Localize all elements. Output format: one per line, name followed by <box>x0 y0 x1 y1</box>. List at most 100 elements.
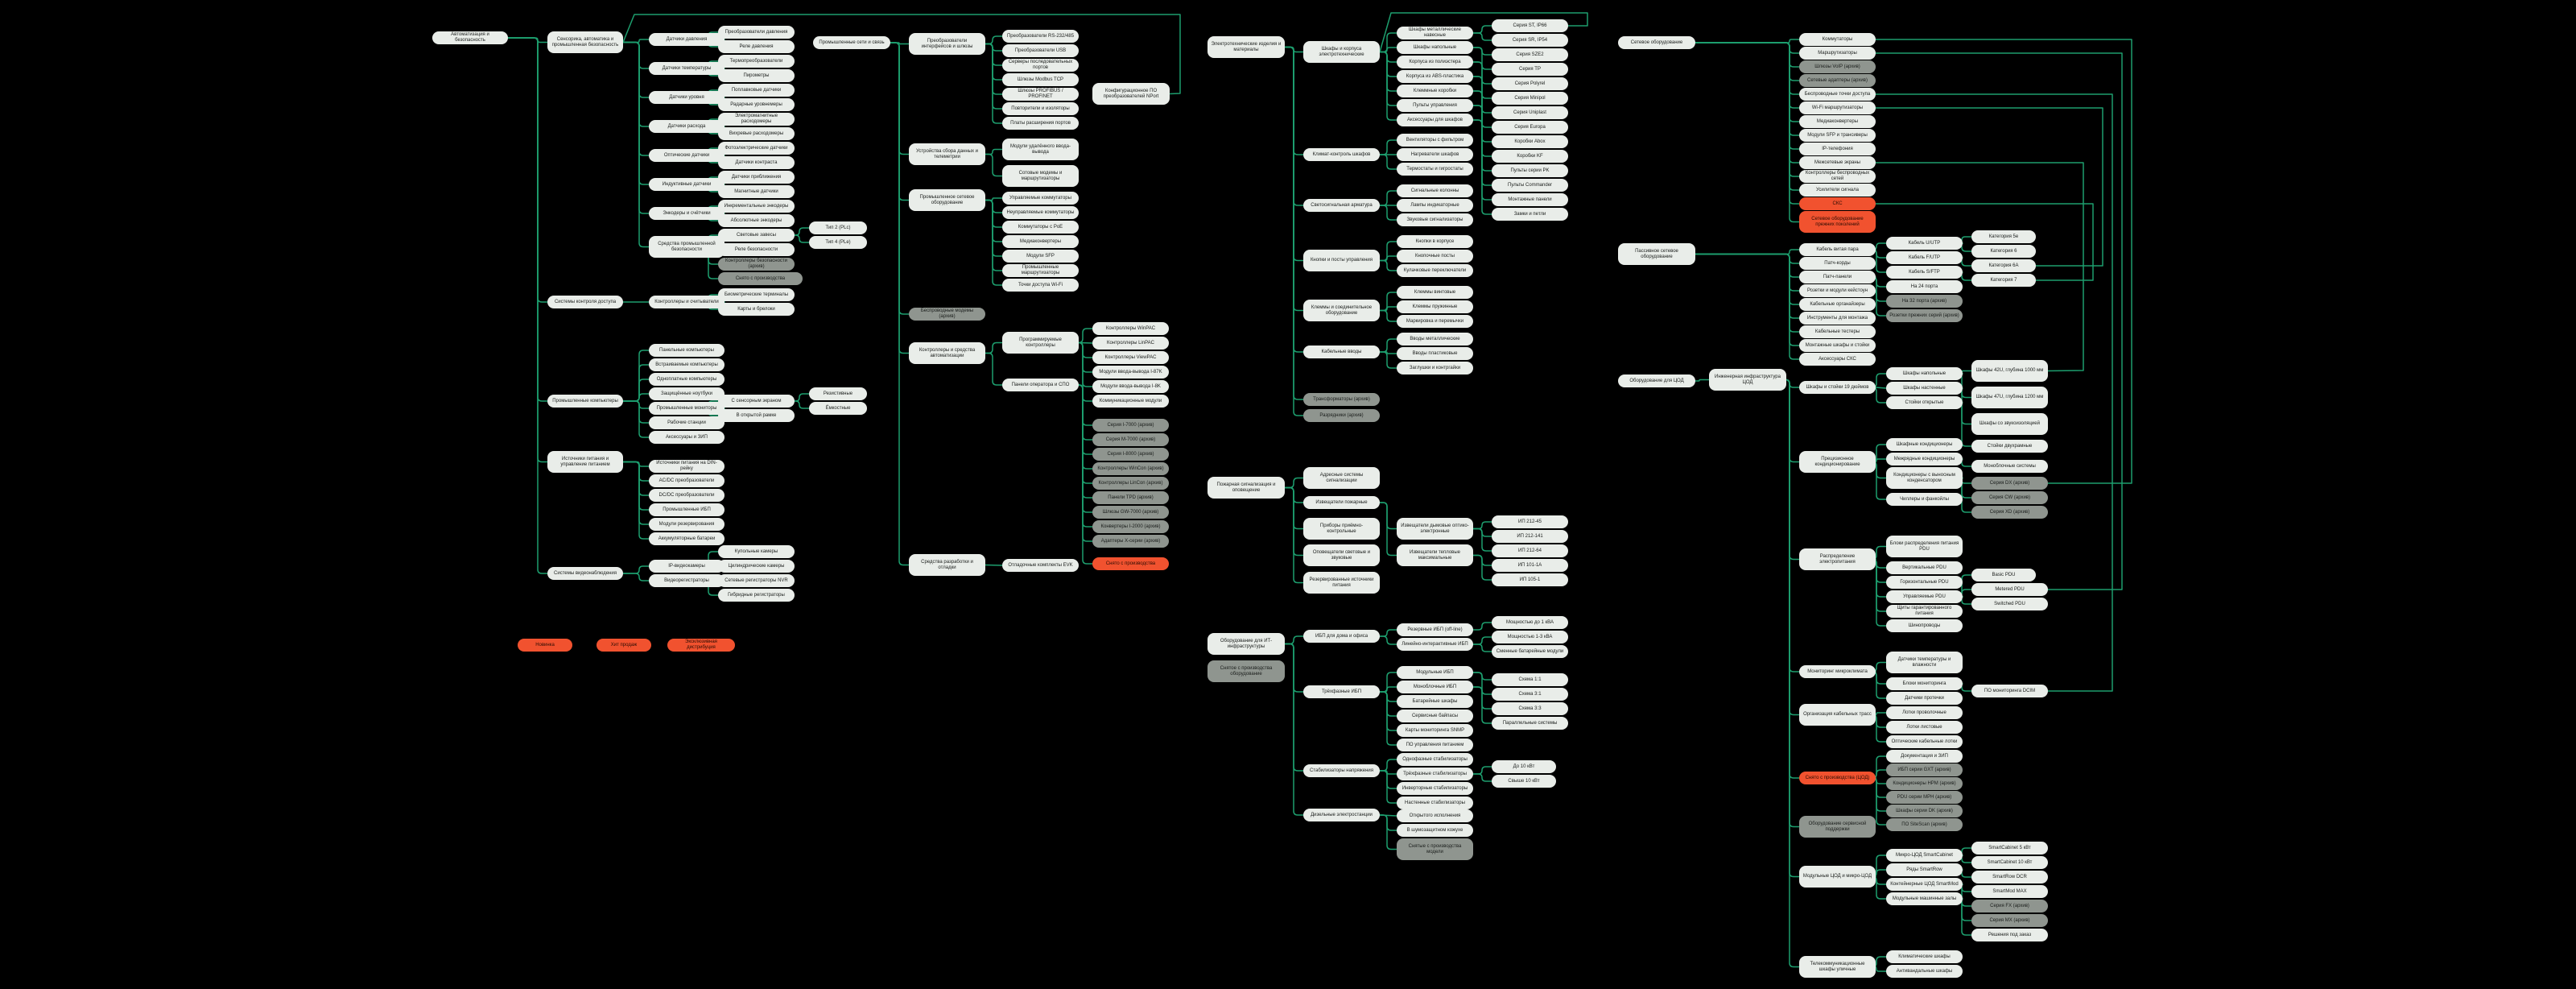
mindmap-node-wc12[interactable]: Пульты Commander <box>1492 179 1568 192</box>
mindmap-node-g4a[interactable]: Розетки прежних серий (архив) <box>1886 309 1963 322</box>
mindmap-node-v2a[interactable]: Сетевые регистраторы NVR <box>718 574 795 587</box>
mindmap-node-e3b[interactable]: Трёхфазные стабилизаторы <box>1397 768 1473 780</box>
mindmap-node-v1a[interactable]: Купольные камеры <box>718 545 795 558</box>
mindmap-node-L3[interactable]: Эксклюзивная дистрибуция <box>667 639 735 652</box>
mindmap-node-h9r2[interactable]: SmartCabinet 10 кВт <box>1971 856 2048 869</box>
mindmap-node-h2a[interactable]: Шкафы напольные <box>1886 367 1963 380</box>
mindmap-node-g6[interactable]: Инструменты для монтажа <box>1799 312 1876 325</box>
mindmap-node-m1[interactable]: Вентиляторы с фильтром <box>1397 134 1473 147</box>
mindmap-node-kg3[interactable]: Серия I-8000 (архив) <box>1092 448 1169 461</box>
mindmap-node-h6[interactable]: Организация кабельных трасс <box>1799 704 1876 726</box>
mindmap-node-e2a[interactable]: Модульные ИБП <box>1397 666 1473 679</box>
mindmap-node-h4d[interactable]: Управляемые PDU <box>1886 590 1963 603</box>
mindmap-node-d2a[interactable]: Извещатели дымовые оптико-электронные <box>1397 518 1473 540</box>
mindmap-node-q1[interactable]: Источники питания на DIN-рейку <box>649 460 724 473</box>
mindmap-node-cv3[interactable]: Заглушки и контргайки <box>1397 362 1473 374</box>
mindmap-node-w6[interactable]: Пульты управления <box>1397 99 1473 112</box>
mindmap-node-s8d[interactable]: Снято с производства <box>718 272 803 285</box>
mindmap-node-c1[interactable]: Шкафы и корпуса электротехнические <box>1303 41 1380 63</box>
mindmap-node-h4c[interactable]: Горизонтальные PDU <box>1886 576 1963 589</box>
mindmap-node-a0[interactable]: Автоматизация и безопасность <box>432 31 508 44</box>
mindmap-node-s7b[interactable]: Абсолютные энкодеры <box>718 214 795 227</box>
mindmap-node-n5[interactable]: Модули SFP <box>1002 250 1079 263</box>
mindmap-node-bt3[interactable]: Кулачковые переключатели <box>1397 264 1473 277</box>
mindmap-node-f2[interactable]: Маршрутизаторы <box>1799 47 1876 60</box>
mindmap-node-hd1[interactable]: ПО мониторинга DCIM <box>1971 685 2048 697</box>
mindmap-node-p7[interactable]: Аксессуары и ЗИП <box>649 431 724 444</box>
mindmap-node-p5a2[interactable]: Ёмкостные <box>809 402 867 415</box>
mindmap-node-h10b[interactable]: Антивандальные шкафы <box>1886 965 1963 978</box>
mindmap-node-wc6[interactable]: Серия Minipol <box>1492 92 1568 105</box>
mindmap-node-hp1[interactable]: Basic PDU <box>1971 569 2036 581</box>
mindmap-node-hr2[interactable]: Шкафы 47U, глубина 1200 мм <box>1971 387 2048 408</box>
mindmap-node-wc9[interactable]: Коробки Abox <box>1492 135 1568 148</box>
mindmap-node-h6b[interactable]: Лотки листовые <box>1886 721 1963 734</box>
mindmap-node-p2[interactable]: Встраиваемые компьютеры <box>649 358 724 371</box>
mindmap-node-q4[interactable]: Промышленные ИБП <box>649 503 724 516</box>
mindmap-node-s1[interactable]: Датчики давления <box>649 33 724 46</box>
mindmap-node-n2[interactable]: Неуправляемые коммутаторы <box>1002 206 1079 219</box>
mindmap-node-d3[interactable]: Приборы приёмно-контрольные <box>1303 518 1380 540</box>
mindmap-node-f10[interactable]: Межсетевые экраны <box>1799 156 1876 169</box>
mindmap-node-e2b[interactable]: Моноблочные ИБП <box>1397 681 1473 693</box>
mindmap-node-h3[interactable]: Прецизионное кондиционирование <box>1799 451 1876 473</box>
mindmap-node-wc11[interactable]: Пульты серии PK <box>1492 164 1568 177</box>
mindmap-node-hp2[interactable]: Metered PDU <box>1971 583 2048 596</box>
mindmap-node-a2c1b[interactable]: Карты и брелоки <box>718 303 795 316</box>
mindmap-node-e4c[interactable]: Снятые с производства модели <box>1397 838 1473 860</box>
mindmap-node-s3[interactable]: Датчики уровня <box>649 91 724 104</box>
mindmap-node-hp3[interactable]: Switched PDU <box>1971 598 2048 610</box>
mindmap-node-cc2[interactable]: Клеммы пружинные <box>1397 300 1473 313</box>
mindmap-node-h10[interactable]: Телекоммуникационные шкафы уличные <box>1799 956 1876 978</box>
mindmap-node-ec1[interactable]: Мощностью до 1 кВА <box>1492 616 1568 629</box>
mindmap-node-hr3[interactable]: Шкафы со звукоизоляцией <box>1971 413 2048 435</box>
mindmap-node-h9[interactable]: Модульные ЦОД и микро-ЦОД <box>1799 866 1876 888</box>
mindmap-node-p5a[interactable]: С сенсорным экраном <box>718 395 795 408</box>
mindmap-node-gc1[interactable]: Категория 5e <box>1971 230 2036 243</box>
mindmap-node-g1[interactable]: Кабель витая пара <box>1799 243 1876 256</box>
mindmap-node-kg4[interactable]: Контроллеры WinCon (архив) <box>1092 462 1169 475</box>
mindmap-node-t2[interactable]: Сотовые модемы и маршрутизаторы <box>1002 165 1079 187</box>
mindmap-node-wc4[interactable]: Серия TP <box>1492 63 1568 76</box>
mindmap-node-ep1[interactable]: Схема 1:1 <box>1492 673 1568 686</box>
mindmap-node-v1b[interactable]: Цилиндрические камеры <box>718 560 795 573</box>
mindmap-node-s8a1[interactable]: Тип 2 (PLc) <box>809 221 867 234</box>
mindmap-node-es2[interactable]: Свыше 10 кВт <box>1492 775 1556 788</box>
mindmap-node-h7g2[interactable]: Кондиционеры HPM (архив) <box>1886 777 1963 790</box>
mindmap-node-e2f[interactable]: ПО управления питанием <box>1397 739 1473 751</box>
mindmap-node-ep2[interactable]: Схема 3:1 <box>1492 688 1568 701</box>
mindmap-node-s5[interactable]: Оптические датчики <box>649 149 724 162</box>
mindmap-node-h5a[interactable]: Датчики температуры и влажности <box>1886 652 1963 673</box>
mindmap-node-h5b[interactable]: Блоки мониторинга <box>1886 677 1963 690</box>
mindmap-node-w1[interactable]: Шкафы металлические навесные <box>1397 27 1473 39</box>
mindmap-node-i4[interactable]: Шлюзы Modbus TCP <box>1002 73 1079 86</box>
mindmap-node-f14[interactable]: Сетевое оборудование прежних поколений <box>1799 211 1876 233</box>
mindmap-node-hr1[interactable]: Шкафы 42U, глубина 1000 мм <box>1971 360 2048 382</box>
mindmap-node-e2d[interactable]: Сервисные байпасы <box>1397 710 1473 722</box>
mindmap-node-kg8[interactable]: Конвертеры I-2000 (архив) <box>1092 520 1169 533</box>
mindmap-node-q3[interactable]: DC/DC преобразователи <box>649 489 724 502</box>
mindmap-node-d5[interactable]: Резервированные источники питания <box>1303 572 1380 594</box>
mindmap-node-b6c1[interactable]: Отладочные комплекты EVK <box>1002 559 1079 572</box>
mindmap-node-h7g5[interactable]: ПО SiteScan (архив) <box>1886 818 1963 831</box>
mindmap-node-gc4[interactable]: Категория 7 <box>1971 274 2036 287</box>
mindmap-node-s5b[interactable]: Датчики контраста <box>718 156 795 169</box>
mindmap-node-cv2[interactable]: Вводы пластиковые <box>1397 347 1473 360</box>
mindmap-node-c2[interactable]: Климат-контроль шкафов <box>1303 148 1380 161</box>
mindmap-node-g1c[interactable]: Кабель S/FTP <box>1886 266 1963 279</box>
mindmap-node-p1[interactable]: Панельные компьютеры <box>649 344 724 357</box>
mindmap-node-m2[interactable]: Нагреватели шкафов <box>1397 148 1473 161</box>
mindmap-node-e4b[interactable]: В шумозащитном кожухе <box>1397 824 1473 837</box>
mindmap-node-e3c[interactable]: Инверторные стабилизаторы <box>1397 782 1473 795</box>
mindmap-node-p5a1[interactable]: Резистивные <box>809 387 867 400</box>
mindmap-node-hm1[interactable]: Моноблочные системы <box>1971 460 2048 473</box>
mindmap-node-f4[interactable]: Сетевые адаптеры (архив) <box>1799 74 1876 87</box>
mindmap-node-l2[interactable]: Лампы индикаторные <box>1397 199 1473 212</box>
mindmap-node-h7[interactable]: Снято с производства (ЦОД) <box>1799 772 1876 784</box>
mindmap-node-wc13[interactable]: Монтажные панели <box>1492 193 1568 206</box>
mindmap-node-f9[interactable]: IP-телефония <box>1799 143 1876 155</box>
mindmap-node-a5[interactable]: Системы видеонаблюдения <box>547 567 623 580</box>
mindmap-node-cv1[interactable]: Вводы металлические <box>1397 333 1473 346</box>
mindmap-node-q5[interactable]: Модули резервирования <box>649 518 724 531</box>
mindmap-node-cc1[interactable]: Клеммы винтовые <box>1397 286 1473 299</box>
